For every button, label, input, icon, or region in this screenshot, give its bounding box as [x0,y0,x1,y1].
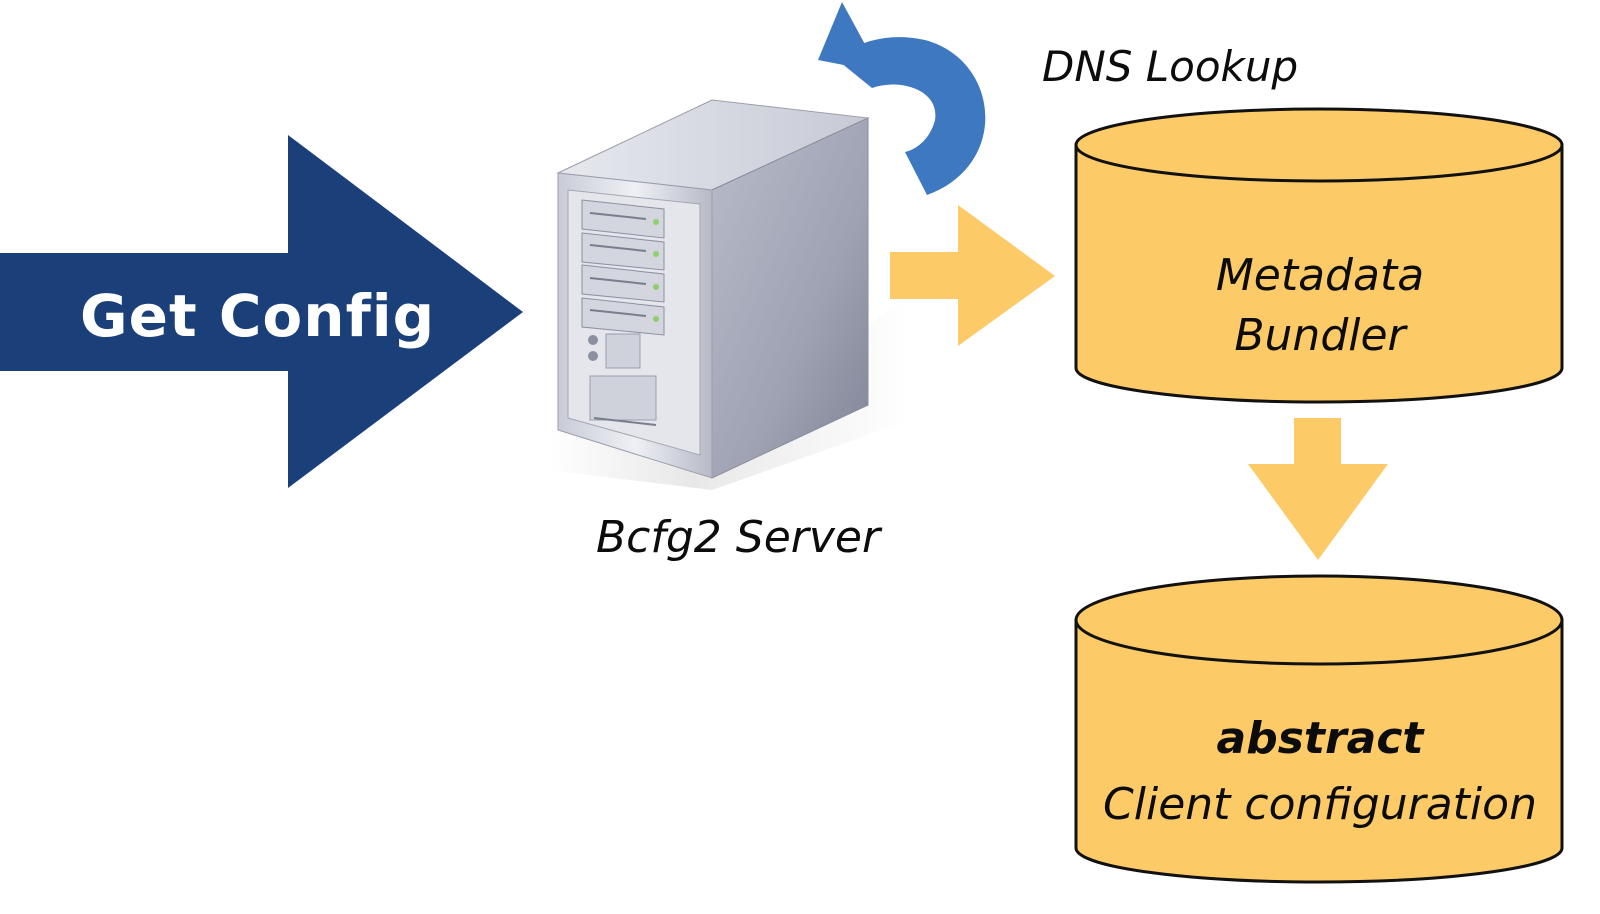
get-config-arrow [0,135,523,488]
metadata-label: Metadata [1215,250,1425,301]
circular-arrow-icon [818,2,986,195]
metadata-database-label: Metadata Bundler [1080,246,1560,366]
bundler-label: Bundler [1234,310,1406,361]
server-tower-icon [548,99,910,490]
get-config-label: Get Config [80,282,436,350]
server-label: Bcfg2 Server [596,512,881,563]
metadata-to-client-arrow [1248,418,1388,560]
client-configuration-label: Client configuration [1103,779,1537,830]
server-to-metadata-arrow [890,205,1055,346]
abstract-label: abstract [1216,713,1424,764]
client-config-database [1074,574,1564,884]
metadata-database [1074,107,1564,404]
dns-lookup-label: DNS Lookup [1042,42,1299,91]
client-config-database-label: abstract Client configuration [1080,706,1560,838]
